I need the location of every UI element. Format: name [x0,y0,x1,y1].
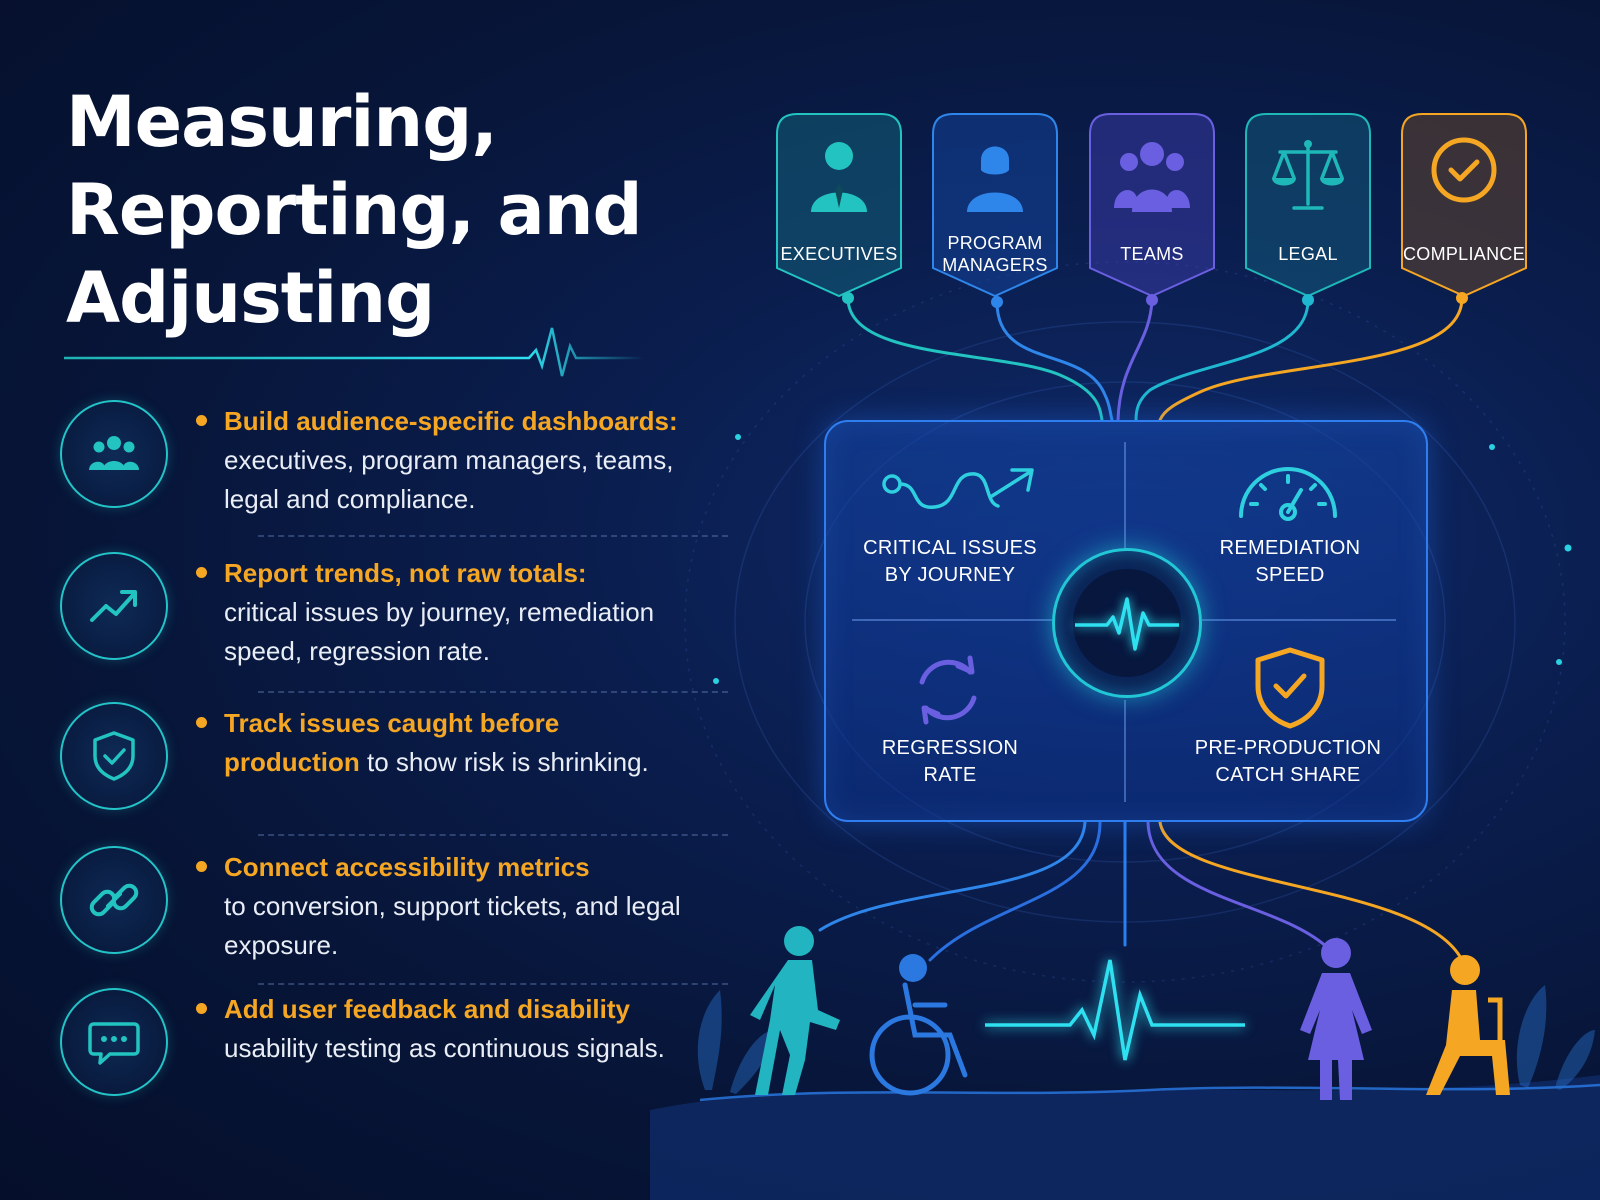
metric-label-critical-issues: CRITICAL ISSUES BY JOURNEY [840,535,1060,589]
speedometer-icon [1239,467,1337,521]
chat-bubble-icon [60,988,168,1096]
title-heartbeat-rule [64,327,644,377]
metric-label-remediation-speed: REMEDIATION SPEED [1180,535,1400,589]
metric-label-line-2: CATCH SHARE [1215,764,1361,786]
bullet-text: to show risk is shrinking. [367,747,649,777]
people-icon [60,400,168,508]
check-circle-icon [1431,137,1497,203]
divider [258,983,728,985]
audience-label-line-2: MANAGERS [942,255,1048,275]
metric-label-line-1: CRITICAL ISSUES [863,537,1037,559]
divider [258,834,728,836]
refresh-cycle-icon [919,655,977,725]
bullet-dot [196,415,207,426]
shield-check-icon [1255,647,1325,729]
shield-check-icon [60,702,168,810]
wheelchair-user-icon [869,954,968,1096]
metric-label-line-2: RATE [923,764,977,786]
divider [258,691,728,693]
walking-person-icon [750,926,840,1095]
bullet-highlight: Report trends, not raw totals: [224,558,587,588]
seated-person-icon [1426,955,1510,1095]
audience-label-line-1: PROGRAM [947,233,1043,253]
audience-card-compliance: COMPLIANCE [1400,112,1528,298]
bullet-highlight: Add user feedback and disability [224,994,630,1024]
bullet-dot [196,717,207,728]
scales-icon [1272,140,1344,210]
bullet-dot [196,567,207,578]
bullet-highlight: Track issues caught before production [224,708,560,777]
executive-person-icon [811,142,867,212]
audience-label: PROGRAM MANAGERS [931,232,1059,276]
bullet-highlight: Connect accessibility metrics [224,852,590,882]
audience-label: COMPLIANCE [1402,244,1526,264]
central-pulse-hub [1052,548,1202,698]
team-group-icon [1114,142,1190,212]
metric-label-line-1: REMEDIATION [1219,537,1361,559]
audience-label: TEAMS [1120,244,1184,264]
metric-label-line-2: BY JOURNEY [884,564,1016,586]
standing-person-icon [1300,938,1372,1100]
journey-path-icon [882,468,1034,509]
audience-card-teams: TEAMS [1088,112,1216,298]
bullet-text: critical issues by journey, remediation … [224,597,655,666]
title-line-3: Adjusting [66,257,435,339]
heartbeat-icon [1073,569,1181,677]
manager-person-icon [967,146,1023,212]
audience-label: EXECUTIVES [780,244,898,264]
audience-label: LEGAL [1278,244,1338,264]
audience-card-executives: EXECUTIVES [775,112,903,298]
metric-label-regression-rate: REGRESSION RATE [840,735,1060,789]
audience-card-legal: LEGAL [1244,112,1372,298]
trend-up-icon [60,552,168,660]
bullet-text: usability testing as continuous signals. [224,1033,665,1063]
audience-card-program-managers: PROGRAM MANAGERS [931,112,1059,298]
bullet-text: to conversion, support tickets, and lega… [224,891,681,960]
metric-label-line-1: REGRESSION [881,737,1019,759]
bullet-dot [196,861,207,872]
bullet-dot [196,1003,207,1014]
link-icon [60,846,168,954]
bullet-text: executives, program managers, teams, leg… [224,445,674,514]
title-line-2: Reporting, and [66,169,643,251]
page-title: Measuring, Reporting, and Adjusting [66,78,666,342]
metric-label-line-2: SPEED [1255,564,1325,586]
metric-label-line-1: PRE-PRODUCTION [1194,737,1382,759]
heartbeat-line-bottom [985,959,1245,1061]
metric-label-pre-production: PRE-PRODUCTION CATCH SHARE [1178,735,1398,789]
title-line-1: Measuring, [66,81,498,163]
bullet-highlight: Build audience-specific dashboards: [224,406,678,436]
divider [258,535,728,537]
